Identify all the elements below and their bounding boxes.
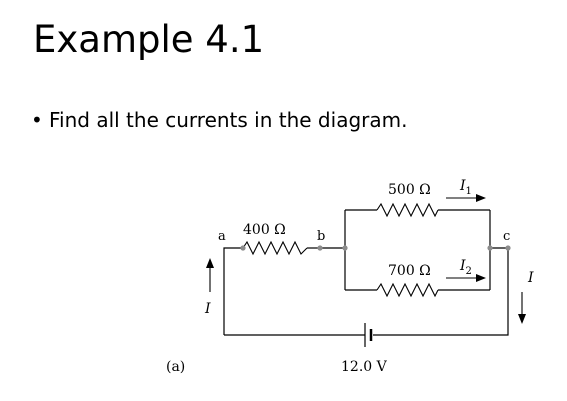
resistor-400 xyxy=(242,240,308,256)
figure-label: (a) xyxy=(166,359,185,375)
slide-title: Example 4.1 xyxy=(33,18,265,61)
bullet-marker: • xyxy=(31,108,43,132)
resistor-label-500: 500 Ω xyxy=(388,182,431,198)
arrow-up-icon xyxy=(206,258,214,292)
node-a xyxy=(240,245,246,251)
resistor-label-700: 700 Ω xyxy=(388,263,431,279)
arrow-down-icon xyxy=(518,292,526,324)
node-c xyxy=(505,245,511,251)
current-label-right: I xyxy=(527,270,534,286)
node-label-b: b xyxy=(317,229,325,244)
resistor-500 xyxy=(376,202,439,218)
current-label-left: I xyxy=(204,301,211,317)
arrow-right-icon xyxy=(446,274,486,282)
arrow-right-icon xyxy=(446,194,486,202)
battery xyxy=(364,323,373,347)
current-label-i2: I2 xyxy=(459,258,472,277)
bullet-item: •Find all the currents in the diagram. xyxy=(31,108,407,132)
node-label-c: c xyxy=(503,229,510,244)
node-right-junction xyxy=(487,245,493,251)
node-b xyxy=(317,245,323,251)
battery-label: 12.0 V xyxy=(341,359,388,375)
resistor-label-400: 400 Ω xyxy=(243,222,286,238)
resistor-700 xyxy=(376,282,439,298)
bullet-text: Find all the currents in the diagram. xyxy=(49,108,408,132)
node-label-a: a xyxy=(218,229,226,244)
wire-left xyxy=(223,247,243,335)
node-left-junction xyxy=(342,245,348,251)
wire-right xyxy=(373,248,509,336)
current-label-i1: I1 xyxy=(459,178,472,197)
